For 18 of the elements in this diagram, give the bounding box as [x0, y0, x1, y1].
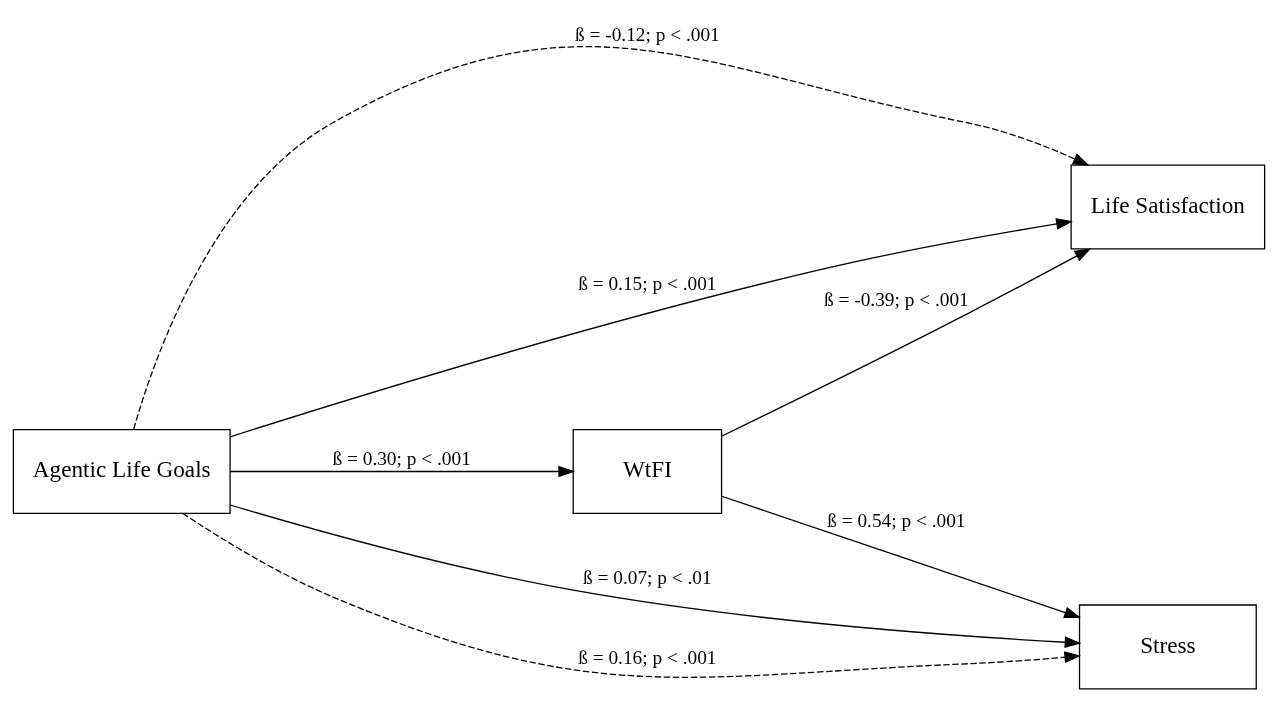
- edge-label: ß = 0.07; p < .01: [583, 566, 712, 588]
- arrow: [720, 247, 1092, 437]
- edge-label: ß = -0.39; p < .001: [823, 288, 969, 310]
- arrow: [721, 495, 1081, 618]
- edge-label: ß = 0.15; p < .001: [578, 272, 717, 294]
- node-box: Stress: [1078, 603, 1257, 689]
- edge-label: ß = 0.16; p < .001: [578, 646, 717, 668]
- arrow: [133, 45, 1090, 430]
- node-box: WtFI: [572, 428, 723, 514]
- edge-label: ß = 0.30; p < .001: [332, 447, 471, 469]
- edge-label: ß = -0.12; p < .001: [575, 23, 720, 45]
- node-box: Agentic Life Goals: [12, 428, 231, 514]
- arrow: [229, 503, 1082, 648]
- node-box: Life Satisfaction: [1070, 163, 1266, 250]
- edge-label: ß = 0.54; p < .001: [827, 509, 966, 531]
- arrow: [182, 512, 1082, 678]
- arrow: [229, 465, 576, 477]
- arrow: [229, 217, 1073, 437]
